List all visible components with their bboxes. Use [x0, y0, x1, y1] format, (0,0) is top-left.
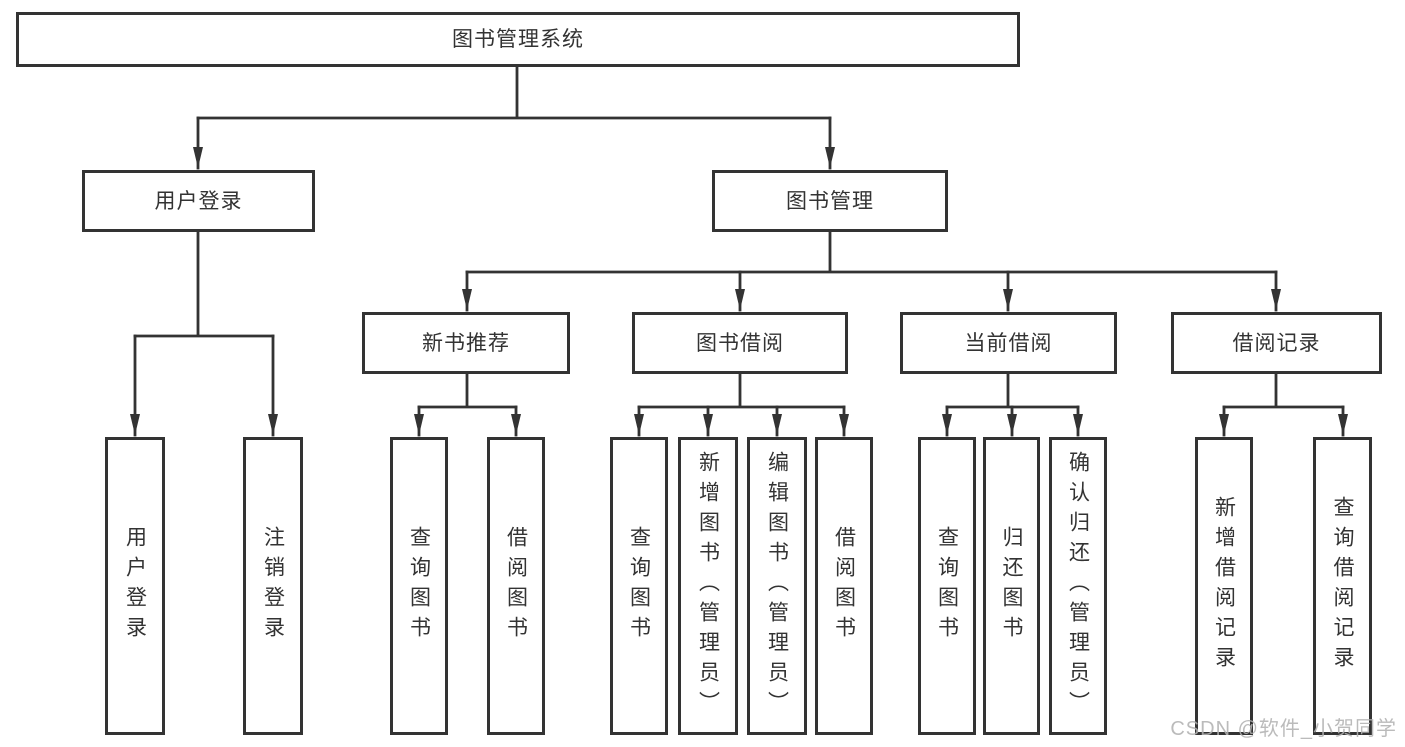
- leaf-return-books-label: 归还图书: [1000, 526, 1023, 646]
- leaf-query-books-recommend-label: 查询图书: [407, 526, 431, 646]
- leaf-add-borrow-record-label: 新增借阅记录: [1212, 496, 1236, 676]
- leaf-user-login-label: 用户登录: [123, 526, 147, 646]
- csdn-watermark: CSDN @软件_小贺同学: [1170, 718, 1397, 740]
- node-library-system: 图书管理系统: [16, 12, 1020, 67]
- node-new-book-recommend: 新书推荐: [362, 312, 570, 374]
- leaf-add-books-admin-label: 新增图书（管理员）: [696, 451, 720, 721]
- leaf-query-books-current: 查询图书: [918, 437, 976, 735]
- leaf-logout: 注销登录: [243, 437, 303, 735]
- leaf-edit-books-admin-label: 编辑图书（管理员）: [765, 451, 789, 721]
- leaf-add-books-admin: 新增图书（管理员）: [678, 437, 738, 735]
- leaf-user-login: 用户登录: [105, 437, 165, 735]
- leaf-query-books-borrowing: 查询图书: [610, 437, 668, 735]
- node-user-login: 用户登录: [82, 170, 315, 232]
- leaf-query-borrow-record-label: 查询借阅记录: [1331, 496, 1354, 676]
- leaf-confirm-return-admin-label: 确认归还（管理员）: [1066, 451, 1090, 721]
- leaf-logout-label: 注销登录: [261, 526, 285, 646]
- leaf-confirm-return-admin: 确认归还（管理员）: [1049, 437, 1107, 735]
- node-borrow-records: 借阅记录: [1171, 312, 1382, 374]
- leaf-borrow-books-label: 借阅图书: [832, 526, 856, 646]
- leaf-query-books-current-label: 查询图书: [935, 526, 959, 646]
- leaf-borrow-books-recommend-label: 借阅图书: [504, 526, 528, 646]
- leaf-query-books-borrowing-label: 查询图书: [627, 526, 651, 646]
- leaf-borrow-books: 借阅图书: [815, 437, 873, 735]
- node-book-borrowing: 图书借阅: [632, 312, 848, 374]
- leaf-return-books: 归还图书: [983, 437, 1040, 735]
- leaf-query-borrow-record: 查询借阅记录: [1313, 437, 1372, 735]
- leaf-borrow-books-recommend: 借阅图书: [487, 437, 545, 735]
- node-book-management: 图书管理: [712, 170, 948, 232]
- node-current-borrowing: 当前借阅: [900, 312, 1117, 374]
- leaf-edit-books-admin: 编辑图书（管理员）: [747, 437, 807, 735]
- leaf-add-borrow-record: 新增借阅记录: [1195, 437, 1253, 735]
- leaf-query-books-recommend: 查询图书: [390, 437, 448, 735]
